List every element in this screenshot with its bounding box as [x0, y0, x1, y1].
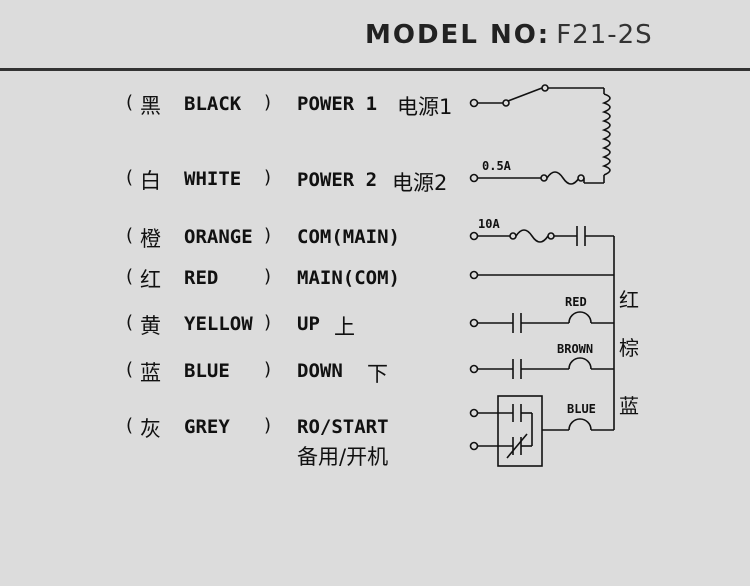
coil-label-blue: BLUE: [567, 402, 596, 416]
row-white-open-paren: (: [126, 167, 134, 188]
transformer-coil: [584, 88, 611, 184]
row-yellow-function-cn: 上: [334, 315, 355, 339]
terminal-down: [469, 364, 479, 374]
power1-switch-line: [469, 84, 604, 108]
row-orange-cn: 橙: [140, 227, 161, 251]
row-orange-close-paren: ): [264, 225, 272, 246]
row-black-open-paren: (: [126, 92, 134, 113]
terminal-main-com: [469, 270, 479, 280]
row-grey-open-paren: (: [126, 415, 134, 436]
row-black-close-paren: ): [264, 92, 272, 113]
row-blue-function: DOWN: [297, 360, 343, 382]
main-com-line: [469, 270, 614, 280]
power2-fuse-line: [469, 171, 585, 185]
row-white-function-cn: 电源2: [392, 171, 448, 195]
terminal-power1: [469, 98, 479, 108]
row-white-function: POWER 2: [297, 169, 378, 191]
row-white-cn: 白: [140, 169, 161, 193]
row-orange-function: COM(MAIN): [297, 226, 400, 248]
row-black-function: POWER 1: [297, 93, 378, 115]
side-label-red: 红: [619, 288, 639, 312]
row-white-color: WHITE: [184, 168, 242, 190]
model-label: MODEL NO:: [365, 20, 551, 50]
row-orange-color: ORANGE: [184, 226, 253, 248]
row-grey-function-cn: 备用/开机: [297, 445, 389, 469]
row-white-close-paren: ): [264, 167, 272, 188]
up-coil-icon: [568, 311, 592, 324]
row-blue-color: BLUE: [184, 360, 230, 382]
row-grey-close-paren: ): [264, 415, 272, 436]
start-coil-icon: [568, 418, 592, 431]
fuse-10a-icon: [515, 229, 549, 243]
fuse-main-label: 10A: [478, 217, 500, 231]
row-red-close-paren: ): [264, 266, 272, 287]
relay-box: [497, 395, 543, 467]
row-black-function-cn: 电源1: [397, 95, 453, 119]
terminal-ro-start-1: [469, 408, 479, 418]
row-yellow-close-paren: ): [264, 312, 272, 333]
row-grey-function: RO/START: [297, 416, 389, 438]
model-value: F21-2S: [556, 20, 653, 50]
side-label-brown: 棕: [619, 336, 639, 360]
row-red-color: RED: [184, 267, 219, 289]
com-main-line: [469, 226, 614, 246]
row-blue-function-cn: 下: [367, 362, 388, 386]
model-number-heading: MODEL NO:F21-2S: [365, 20, 653, 50]
side-label-blue: 蓝: [619, 394, 639, 418]
down-line: [469, 357, 614, 379]
row-yellow-open-paren: (: [126, 312, 134, 333]
row-black-color: BLACK: [184, 93, 242, 115]
coil-label-red: RED: [565, 295, 587, 309]
row-red-cn: 红: [140, 268, 161, 292]
fuse-05a-icon: [546, 171, 580, 185]
row-yellow-cn: 黄: [140, 314, 161, 338]
row-yellow-color: YELLOW: [184, 313, 253, 335]
terminal-ro-start-2: [469, 441, 479, 451]
row-grey-color: GREY: [184, 416, 230, 438]
row-blue-close-paren: ): [264, 359, 272, 380]
terminal-up: [469, 318, 479, 328]
up-line: [469, 311, 614, 333]
row-orange-open-paren: (: [126, 225, 134, 246]
down-coil-icon: [568, 357, 592, 370]
row-yellow-function: UP: [297, 313, 320, 335]
coil-label-brown: BROWN: [557, 342, 593, 356]
row-red-function: MAIN(COM): [297, 267, 400, 289]
terminal-power2: [469, 173, 479, 183]
terminal-com-main: [469, 231, 479, 241]
header-divider: [0, 68, 750, 71]
fuse-power-label: 0.5A: [482, 159, 512, 173]
ro-start-relay: [469, 395, 614, 467]
row-black-cn: 黑: [140, 94, 161, 118]
row-blue-open-paren: (: [126, 359, 134, 380]
row-red-open-paren: (: [126, 266, 134, 287]
row-blue-cn: 蓝: [140, 361, 161, 385]
row-grey-cn: 灰: [140, 417, 161, 441]
